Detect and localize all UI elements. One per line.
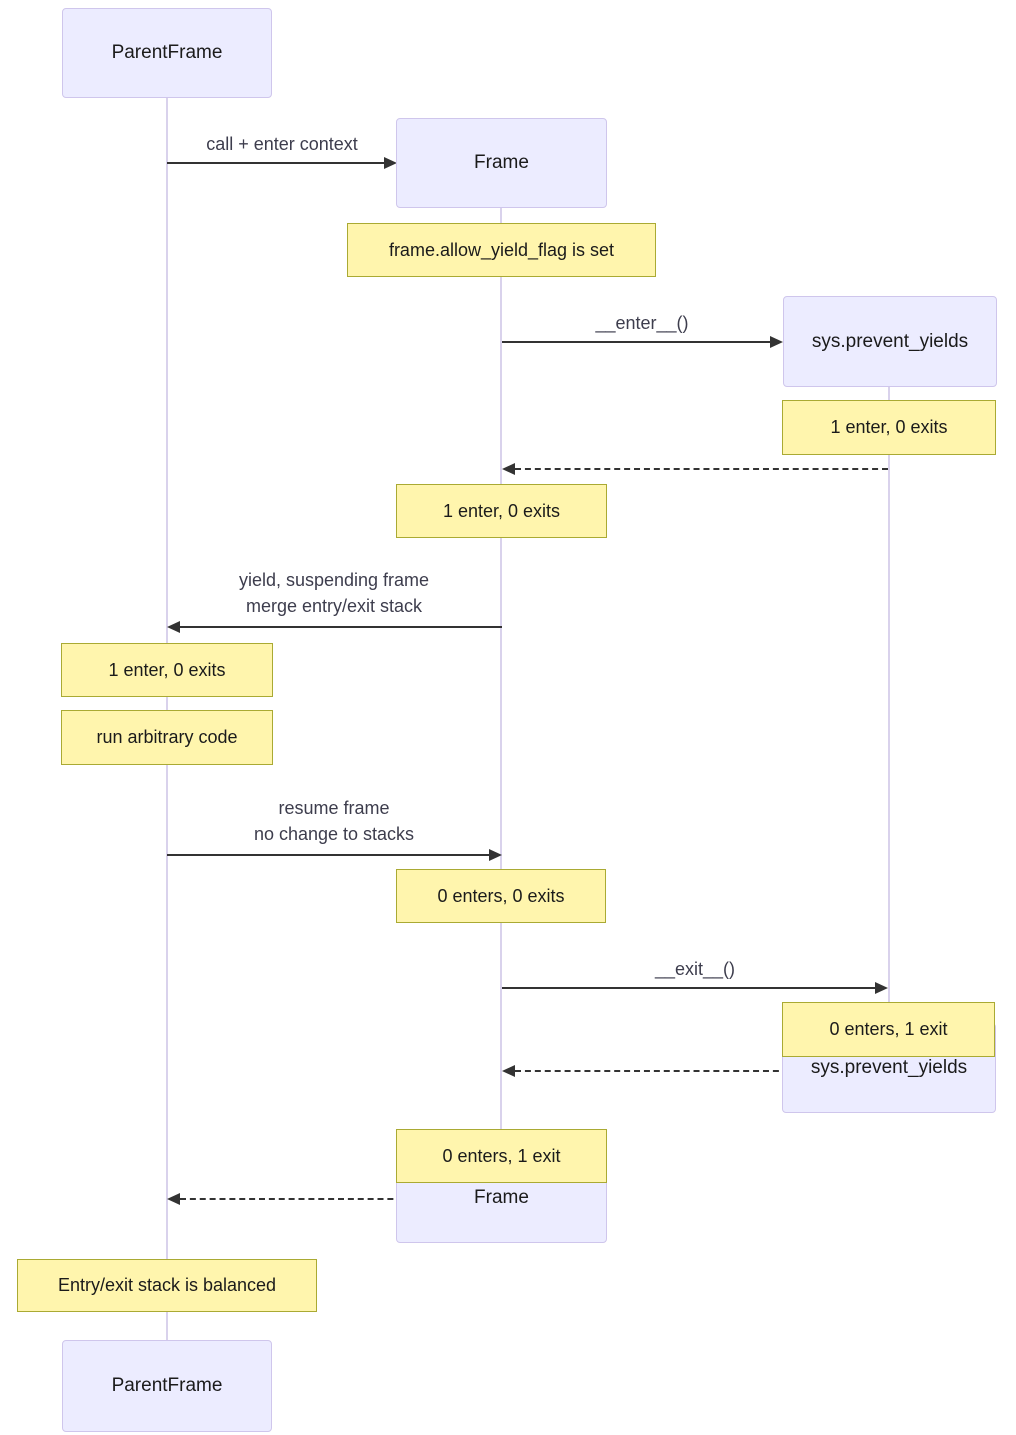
message-label-line2: merge entry/exit stack — [245, 596, 423, 616]
arrowhead-icon — [167, 1193, 180, 1205]
message-label: call + enter context — [206, 134, 358, 154]
message-label: __enter__() — [595, 313, 689, 333]
participant-label: ParentFrame — [111, 1375, 223, 1396]
note-allow-yield-flag: frame.allow_yield_flag is set — [347, 223, 656, 277]
participant-label: ParentFrame — [111, 42, 223, 63]
arrowhead-icon — [502, 1065, 515, 1077]
participant-label: Frame — [474, 152, 529, 173]
message-line — [502, 341, 770, 343]
note-text: 0 enters, 1 exit — [829, 1019, 948, 1039]
message-line — [502, 987, 875, 989]
lifeline-frame — [500, 208, 502, 1153]
note-sys-1-enter-0-exits: 1 enter, 0 exits — [782, 400, 996, 455]
message-line — [515, 468, 888, 470]
note-text: 1 enter, 0 exits — [830, 417, 948, 437]
participant-frame-top: Frame — [396, 118, 607, 208]
note-text: 0 enters, 1 exit — [442, 1145, 561, 1166]
message-label-line1: yield, suspending frame — [238, 570, 430, 590]
message-label-line2: no change to stacks — [253, 824, 415, 844]
arrowhead-icon — [875, 982, 888, 994]
message-line — [167, 162, 385, 164]
arrowhead-icon — [770, 336, 783, 348]
participant-label: sys.prevent_yields — [810, 1057, 968, 1078]
message-label-line1: resume frame — [278, 798, 390, 818]
message-line — [180, 626, 502, 628]
message-label: resume frame no change to stacks — [254, 795, 414, 847]
note-text: run arbitrary code — [96, 727, 238, 747]
participant-label: sys.prevent_yields — [811, 330, 969, 352]
message-line — [515, 1070, 888, 1072]
message-label: __exit__() — [654, 959, 736, 979]
note-sys-0-enters-1-exit: 0 enters, 1 exit — [782, 1002, 995, 1057]
note-parent-1-enter-0-exits: 1 enter, 0 exits — [61, 643, 273, 697]
note-frame-0-enters-1-exit: 0 enters, 1 exit — [396, 1129, 607, 1183]
message-line — [167, 854, 489, 856]
note-run-arbitrary-code: run arbitrary code — [61, 710, 273, 765]
lifeline-sys-prevent-yields — [888, 387, 890, 1023]
arrowhead-icon — [167, 621, 180, 633]
note-text: frame.allow_yield_flag is set — [388, 239, 615, 260]
arrowhead-icon — [384, 157, 397, 169]
arrowhead-icon — [489, 849, 502, 861]
participant-parentframe-top: ParentFrame — [62, 8, 272, 98]
participant-label: Frame — [474, 1187, 529, 1208]
message-label: yield, suspending frame merge entry/exit… — [239, 567, 429, 619]
note-entry-exit-balanced: Entry/exit stack is balanced — [17, 1259, 317, 1312]
note-frame-1-enter-0-exits: 1 enter, 0 exits — [396, 484, 607, 538]
note-text: 0 enters, 0 exits — [437, 885, 565, 906]
message-line — [180, 1198, 502, 1200]
note-text: 1 enter, 0 exits — [108, 659, 226, 680]
note-frame-0-enters-0-exits: 0 enters, 0 exits — [396, 869, 606, 923]
participant-sys-prevent-yields-top: sys.prevent_yields — [783, 296, 997, 387]
note-text: 1 enter, 0 exits — [442, 500, 561, 521]
arrowhead-icon — [502, 463, 515, 475]
participant-parentframe-bottom: ParentFrame — [62, 1340, 272, 1432]
note-text: Entry/exit stack is balanced — [57, 1275, 277, 1295]
